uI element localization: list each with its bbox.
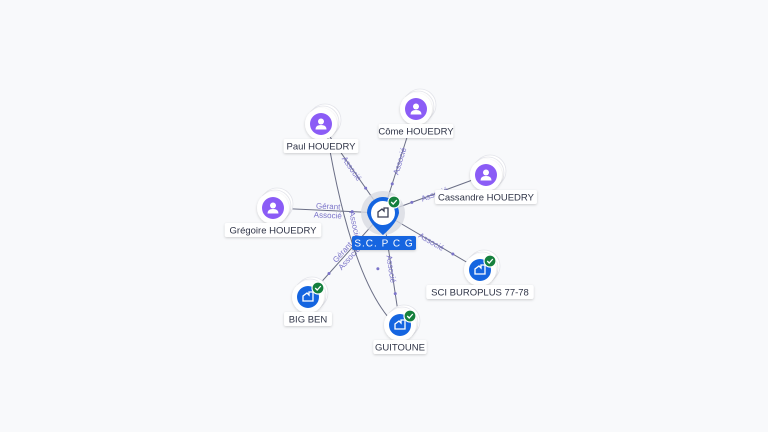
person-icon — [315, 118, 327, 130]
verified-check-icon — [403, 309, 417, 323]
node-label-text: Cassandre HOUEDRY — [438, 193, 535, 204]
node-label: Cassandre HOUEDRY — [435, 190, 537, 204]
edge-label: Associé — [384, 255, 397, 285]
person-icon — [410, 103, 422, 115]
edge-label: Associé — [314, 210, 343, 220]
node-label: SCI BUROPLUS 77-78 — [426, 285, 534, 299]
verified-check-icon — [387, 195, 401, 209]
edge-arrow-icon — [376, 267, 380, 271]
node-label-text: SCI BUROPLUS 77-78 — [431, 288, 529, 299]
edge-label: Associé — [417, 231, 446, 253]
node-cassandre[interactable]: Cassandre HOUEDRY — [435, 154, 537, 204]
node-label: Grégoire HOUEDRY — [224, 223, 322, 237]
edge-arrow-icon — [350, 210, 354, 214]
building-icon — [377, 207, 389, 218]
node-label-text: Côme HOUEDRY — [378, 127, 454, 138]
edge-label: Associé — [347, 210, 362, 240]
edge-label: Associé — [391, 146, 408, 176]
edge-label: Associé — [340, 155, 364, 184]
node-label-text: Paul HOUEDRY — [287, 142, 357, 153]
node-label: Côme HOUEDRY — [378, 124, 454, 138]
node-label: Paul HOUEDRY — [283, 139, 359, 153]
edge-arrow-icon — [327, 271, 331, 275]
edge-arrow-icon — [393, 292, 397, 296]
node-sci[interactable]: SCI BUROPLUS 77-78 — [426, 249, 534, 299]
node-label-text: BIG BEN — [289, 315, 328, 326]
building-icon — [302, 291, 314, 302]
building-icon — [474, 264, 486, 275]
verified-check-icon — [311, 281, 325, 295]
verified-check-icon — [483, 254, 497, 268]
node-label-text: Grégoire HOUEDRY — [230, 226, 318, 237]
node-come[interactable]: Côme HOUEDRY — [378, 88, 454, 138]
edge-arrow-icon — [451, 252, 455, 256]
node-label: GUITOUNE — [373, 340, 427, 354]
person-icon — [267, 202, 279, 214]
node-label: S.C. P C G — [352, 236, 416, 250]
node-guitoune[interactable]: GUITOUNE — [373, 304, 427, 354]
person-icon — [480, 169, 492, 181]
edge-label: Gérant — [316, 201, 342, 211]
node-label-text: GUITOUNE — [375, 343, 425, 354]
node-paul[interactable]: Paul HOUEDRY — [283, 103, 359, 153]
edge-arrow-icon — [364, 186, 368, 190]
node-bigben[interactable]: BIG BEN — [284, 276, 332, 326]
node-label-text: S.C. P C G — [354, 239, 413, 250]
edge-arrow-icon — [390, 182, 394, 186]
edge-arrow-icon — [410, 200, 414, 204]
node-center-scpcg[interactable]: S.C. P C G — [352, 191, 416, 250]
building-icon — [394, 319, 406, 330]
node-label: BIG BEN — [284, 312, 332, 326]
node-gregoire[interactable]: Grégoire HOUEDRY — [224, 187, 322, 237]
